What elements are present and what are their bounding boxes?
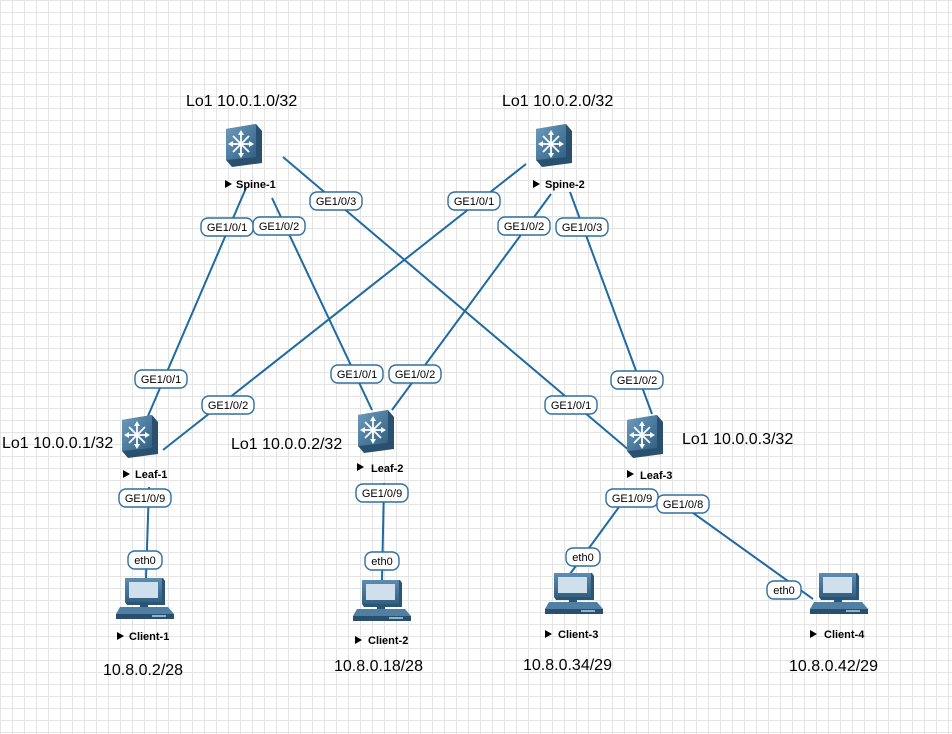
port-labels-layer: GE1/0/1 GE1/0/1 GE1/0/2 GE1/0/1 GE1/0/3 … — [118, 191, 802, 600]
subnet-label: 10.8.0.18/28 — [334, 658, 423, 675]
port-label-text: GE1/0/2 — [395, 369, 435, 381]
port-label-text: GE1/0/3 — [316, 196, 356, 208]
device-client-4[interactable]: Client-4 10.8.0.42/29 — [789, 573, 878, 675]
device-client-3[interactable]: Client-3 10.8.0.34/29 — [523, 573, 612, 674]
device-label: Leaf-3 — [640, 470, 672, 482]
device-label: Client-4 — [824, 629, 865, 641]
port-label-text: GE1/0/9 — [125, 493, 165, 505]
play-icon — [225, 180, 232, 188]
device-label: Leaf-1 — [135, 469, 167, 481]
port-label-text: eth0 — [134, 555, 155, 567]
port-label-text: GE1/0/9 — [612, 493, 652, 505]
port-label-text: GE1/0/1 — [207, 222, 247, 234]
device-label: Leaf-2 — [371, 463, 403, 475]
port-label-text: GE1/0/2 — [208, 400, 248, 412]
port-label[interactable]: GE1/0/3 — [555, 217, 609, 237]
port-label[interactable]: GE1/0/1 — [134, 369, 188, 389]
port-label[interactable]: GE1/0/9 — [605, 488, 659, 508]
play-icon — [545, 630, 552, 638]
device-label: Client-1 — [129, 631, 169, 643]
port-label[interactable]: GE1/0/2 — [388, 364, 442, 384]
port-label-text: eth0 — [773, 585, 794, 597]
switch-icon — [626, 414, 664, 459]
device-spine-2[interactable]: Spine-2 Lo1 10.0.2.0/32 — [502, 93, 613, 191]
port-label[interactable]: GE1/0/2 — [610, 370, 664, 390]
port-label-text: eth0 — [371, 556, 392, 568]
port-label-text: GE1/0/1 — [337, 369, 377, 381]
pc-icon — [116, 578, 174, 619]
switch-icon — [225, 123, 263, 168]
pc-icon — [810, 573, 868, 614]
loopback-label: Lo1 10.0.0.1/32 — [2, 435, 113, 452]
port-label[interactable]: GE1/0/1 — [330, 364, 384, 384]
subnet-label: 10.8.0.42/29 — [789, 658, 878, 675]
port-label-text: eth0 — [572, 552, 593, 564]
port-label[interactable]: eth0 — [364, 551, 400, 571]
play-icon — [117, 632, 124, 640]
subnet-label: 10.8.0.2/28 — [103, 662, 183, 679]
pc-icon — [353, 580, 411, 621]
port-label[interactable]: GE1/0/9 — [118, 488, 172, 508]
port-label-text: GE1/0/1 — [551, 400, 591, 412]
port-label[interactable]: GE1/0/2 — [201, 395, 255, 415]
play-icon — [533, 180, 540, 188]
switch-icon — [357, 409, 395, 454]
port-label[interactable]: GE1/0/2 — [497, 216, 551, 236]
switch-icon — [121, 414, 159, 459]
play-icon — [627, 470, 634, 478]
port-label[interactable]: GE1/0/1 — [200, 217, 254, 237]
device-leaf-2[interactable]: Leaf-2 Lo1 10.0.0.2/32 — [231, 409, 403, 475]
device-leaf-3[interactable]: Leaf-3 Lo1 10.0.0.3/32 — [626, 414, 793, 482]
subnet-label: 10.8.0.34/29 — [523, 657, 612, 674]
port-label-text: GE1/0/1 — [141, 374, 181, 386]
port-label-text: GE1/0/2 — [259, 221, 299, 233]
device-client-1[interactable]: Client-1 10.8.0.2/28 — [103, 578, 183, 679]
device-label: Spine-1 — [236, 179, 276, 191]
port-label-text: GE1/0/2 — [504, 221, 544, 233]
play-icon — [357, 463, 364, 471]
play-icon — [123, 470, 130, 478]
play-icon — [810, 630, 817, 638]
device-label: Spine-2 — [545, 179, 585, 191]
port-label-text: GE1/0/3 — [562, 222, 602, 234]
device-leaf-1[interactable]: Leaf-1 Lo1 10.0.0.1/32 — [2, 414, 167, 481]
pc-icon — [545, 573, 603, 614]
loopback-label: Lo1 10.0.2.0/32 — [502, 93, 613, 110]
loopback-label: Lo1 10.0.0.2/32 — [231, 436, 342, 453]
loopback-label: Lo1 10.0.0.3/32 — [682, 431, 793, 448]
loopback-label: Lo1 10.0.1.0/32 — [186, 93, 297, 110]
port-label[interactable]: eth0 — [127, 550, 163, 570]
port-label[interactable]: GE1/0/1 — [544, 395, 598, 415]
port-label[interactable]: GE1/0/3 — [309, 191, 363, 211]
device-label: Client-3 — [558, 629, 598, 641]
device-label: Client-2 — [368, 635, 408, 647]
device-spine-1[interactable]: Spine-1 Lo1 10.0.1.0/32 — [186, 93, 297, 191]
port-label[interactable]: GE1/0/1 — [447, 191, 501, 211]
switch-icon — [535, 123, 573, 168]
port-label[interactable]: GE1/0/2 — [252, 216, 306, 236]
port-label[interactable]: eth0 — [766, 580, 802, 600]
play-icon — [355, 636, 362, 644]
port-label-text: GE1/0/1 — [454, 196, 494, 208]
port-label-text: GE1/0/2 — [617, 375, 657, 387]
device-client-2[interactable]: Client-2 10.8.0.18/28 — [334, 580, 423, 675]
port-label[interactable]: GE1/0/9 — [355, 483, 409, 503]
port-label[interactable]: GE1/0/8 — [656, 494, 710, 514]
port-label[interactable]: eth0 — [565, 547, 601, 567]
port-label-text: GE1/0/9 — [362, 488, 402, 500]
port-label-text: GE1/0/8 — [663, 499, 703, 511]
